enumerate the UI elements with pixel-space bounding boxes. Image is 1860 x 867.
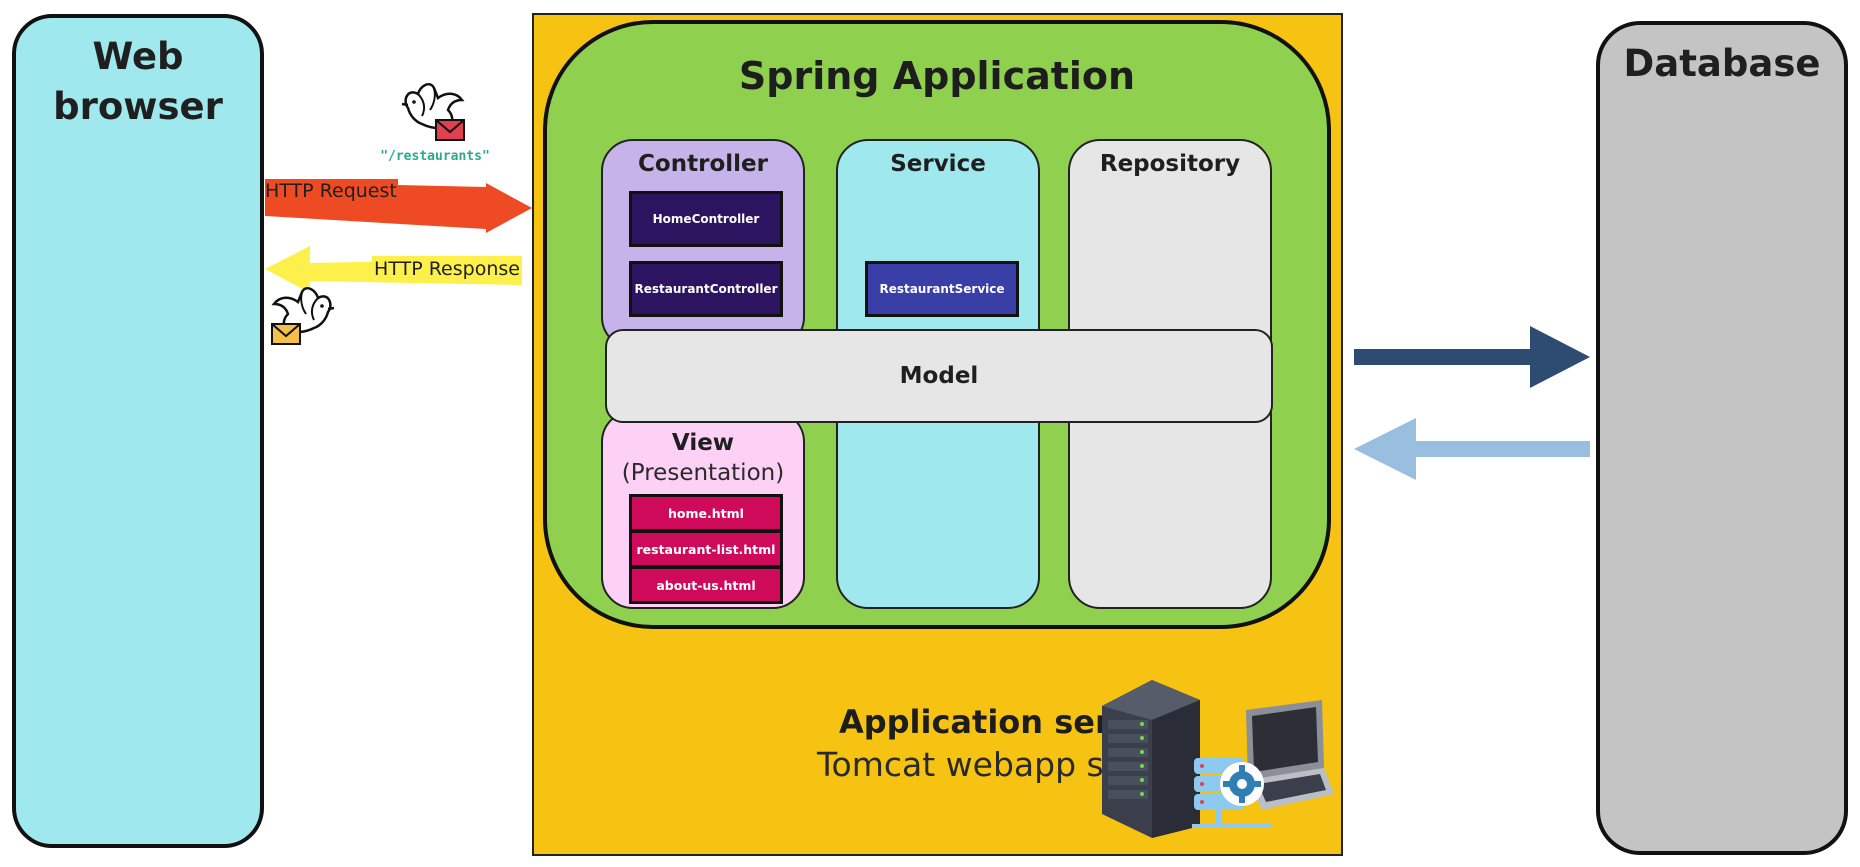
web-browser-box: Web browser bbox=[12, 14, 264, 848]
view-subtitle: (Presentation) bbox=[621, 460, 785, 486]
service-title: Service bbox=[890, 151, 986, 177]
view-title: View bbox=[671, 430, 735, 456]
spring-application-title: Spring Application bbox=[738, 54, 1136, 98]
model-layer: Model bbox=[605, 329, 1273, 423]
home-controller-chip: HomeController bbox=[629, 191, 783, 247]
home-html-chip: home.html bbox=[629, 494, 783, 532]
repository-title: Repository bbox=[1099, 151, 1241, 177]
model-title: Model bbox=[899, 363, 979, 389]
web-browser-title: Web browser bbox=[53, 35, 223, 128]
database-box: Database bbox=[1596, 21, 1848, 855]
request-url-label: "/restaurants" bbox=[380, 149, 490, 164]
db-response-arrow bbox=[1354, 418, 1590, 480]
controller-layer: Controller HomeController RestaurantCont… bbox=[601, 139, 805, 349]
view-layer: View (Presentation) home.html restaurant… bbox=[601, 410, 805, 609]
dove-with-envelope-icon bbox=[271, 287, 335, 345]
http-response-label: HTTP Response bbox=[372, 256, 522, 282]
restaurant-service-chip: RestaurantService bbox=[865, 261, 1019, 317]
http-request-label: HTTP Request bbox=[265, 179, 398, 203]
server-rack-icon bbox=[1102, 680, 1334, 838]
controller-title: Controller bbox=[638, 151, 768, 177]
dove-with-envelope-icon bbox=[401, 83, 465, 141]
db-request-arrow bbox=[1354, 326, 1590, 388]
database-title: Database bbox=[1623, 42, 1821, 85]
restaurant-controller-chip: RestaurantController bbox=[629, 261, 783, 317]
about-us-html-chip: about-us.html bbox=[629, 566, 783, 604]
